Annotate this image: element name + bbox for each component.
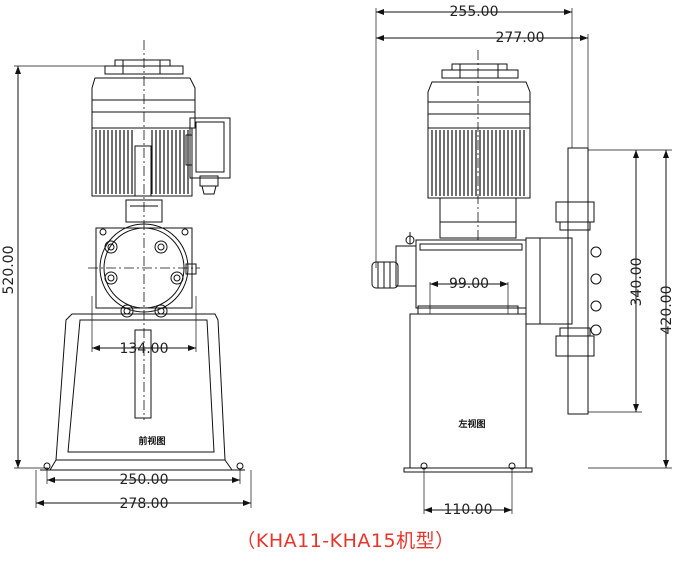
dim-inner-left: 99.00 (449, 276, 489, 292)
left-view (371, 8, 672, 514)
front-view (14, 40, 252, 508)
dim-hole-span-front: 250.00 (120, 472, 169, 488)
dim-base-width-front: 278.00 (120, 496, 169, 512)
dimension-arrows (15, 9, 669, 513)
dim-top-b-left: 277.00 (496, 30, 545, 46)
dim-bottom-left: 110.00 (444, 502, 493, 518)
dim-h-b-left: 420.00 (659, 286, 675, 335)
dim-top-a-left: 255.00 (450, 4, 499, 20)
dim-flange-front: 134.00 (120, 341, 169, 357)
dim-h-a-left: 340.00 (629, 258, 645, 307)
model-caption: （KHA11-KHA15机型） (236, 530, 455, 552)
dim-height-front: 520.00 (1, 246, 17, 295)
front-view-label: 前视图 (138, 435, 165, 447)
left-view-label: 左视图 (457, 418, 485, 430)
